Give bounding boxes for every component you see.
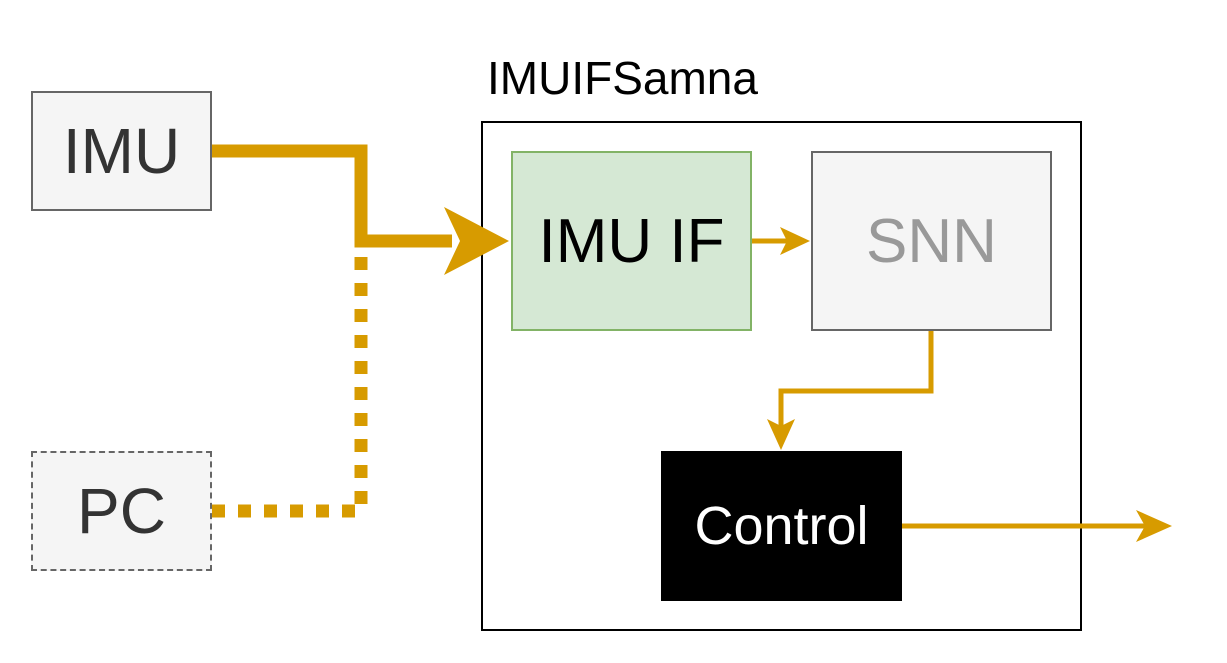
control-node-label: Control <box>694 496 869 556</box>
imu-to-imu-if-wire <box>212 144 452 248</box>
pc-to-imu-if-wire <box>212 255 368 518</box>
snn-node-label: SNN <box>866 206 997 276</box>
snn-to-control-wire <box>778 331 934 430</box>
pc-node: PC <box>31 451 212 571</box>
imu-if-node-label: IMU IF <box>538 206 725 276</box>
imu-node-label: IMU <box>62 115 181 187</box>
snn-to-control-arrowhead <box>767 419 795 450</box>
control-node: Control <box>661 451 902 601</box>
imu-to-imu-if-arrowhead <box>444 207 509 275</box>
container-title: IMUIFSamna <box>487 52 758 104</box>
imu-node: IMU <box>31 91 212 211</box>
pc-node-label: PC <box>77 475 166 547</box>
imu-if-to-snn-arrowhead <box>780 227 810 255</box>
control-output-arrowhead <box>1136 510 1172 542</box>
imu-if-node: IMU IF <box>511 151 752 331</box>
snn-node: SNN <box>811 151 1052 331</box>
